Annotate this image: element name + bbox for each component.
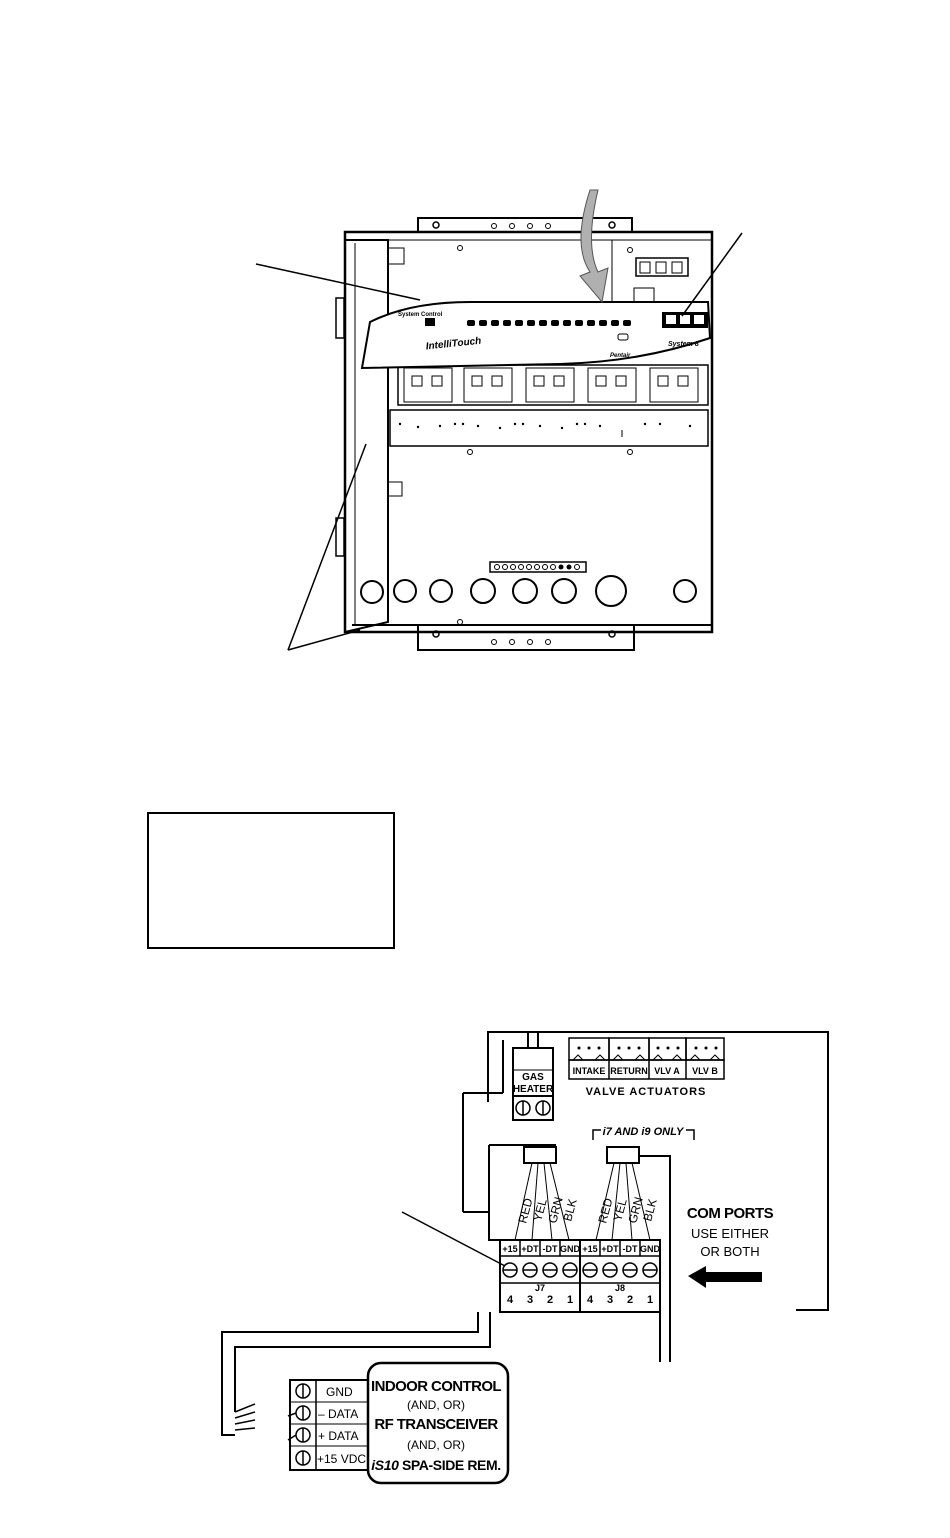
- j7-wire-red: RED: [515, 1196, 535, 1224]
- j8-label: J8: [615, 1283, 625, 1293]
- j8-signal-plus-dt: +DT: [601, 1244, 619, 1254]
- com-ports-arrow-icon: [688, 1266, 762, 1288]
- j7-wire-grn: GRN: [545, 1195, 565, 1224]
- valve-actuators: [568, 1037, 725, 1080]
- gas-label: GAS: [522, 1072, 544, 1083]
- valve-label-return: RETURN: [610, 1066, 648, 1076]
- leader-line-hinge: [287, 629, 361, 651]
- terminal-strip-screws: [494, 564, 580, 570]
- top-bracket-holes: [432, 221, 616, 229]
- leader-line-door: [287, 443, 367, 651]
- j8-wire-yel: YEL: [610, 1197, 629, 1223]
- leader-line-j7: [401, 1211, 506, 1267]
- bottom-bracket-holes: [432, 619, 616, 645]
- gas-heater-connector: [512, 1047, 554, 1121]
- pentair-logo: Pentair: [610, 353, 631, 359]
- remote-line-rf-transceiver: RF TRANSCEIVER: [374, 1416, 498, 1433]
- j8-signal-gnd: GND: [640, 1244, 661, 1254]
- remote-is10-rest: SPA-SIDE REM.: [398, 1457, 500, 1473]
- remote-terminal-block: [287, 1379, 369, 1471]
- heater-label: HEATER: [513, 1084, 554, 1095]
- barrier-dots: [398, 422, 692, 430]
- keypad-title: System Control: [398, 312, 443, 318]
- install-arrow: [579, 189, 609, 304]
- control-keypad-panel: System Control IntelliTouch Pentair Syst…: [360, 301, 712, 370]
- com-ports-line2: OR BOTH: [700, 1244, 759, 1259]
- relay-row: [397, 364, 709, 406]
- j7-signal-plus15: +15: [502, 1244, 517, 1254]
- remote-is10-model: iS10: [371, 1457, 399, 1473]
- gas-heater-screws: [515, 1100, 551, 1116]
- j8-pin-4: 4: [587, 1294, 594, 1306]
- remote-terminal-gnd: GND: [326, 1385, 353, 1399]
- remote-terminal-plus15vdc: +15 VDC: [317, 1452, 366, 1466]
- cable-end-strands: [234, 1403, 256, 1431]
- valve-label-vlv-b: VLV B: [692, 1066, 718, 1076]
- j8-signal-minus-dt: -DT: [623, 1244, 638, 1254]
- remote-terminal-minus-data: – DATA: [318, 1407, 358, 1421]
- j7-signal-minus-dt: -DT: [543, 1244, 558, 1254]
- j8-terminal-block: [579, 1239, 661, 1313]
- j8-wire-grn: GRN: [625, 1195, 645, 1224]
- valve-label-vlv-a: VLV A: [654, 1066, 680, 1076]
- i7-i9-only-label: i7 AND i9 ONLY: [603, 1126, 685, 1138]
- keypad-buttons: [467, 320, 631, 326]
- j7-pin-4: 4: [507, 1294, 514, 1306]
- remote-line-and-or-1: (AND, OR): [407, 1398, 465, 1412]
- leader-line-panel: [255, 263, 421, 301]
- system-logo: System 8: [668, 341, 699, 348]
- valve-label-intake: INTAKE: [573, 1066, 606, 1076]
- valve-actuators-label: VALVE ACTUATORS: [586, 1086, 707, 1098]
- remote-line-and-or-2: (AND, OR): [407, 1438, 465, 1452]
- com-ports-line1: USE EITHER: [691, 1226, 769, 1241]
- j7-pin-3: 3: [527, 1294, 533, 1306]
- leader-line-display: [681, 232, 743, 317]
- j8-wire-red: RED: [595, 1196, 615, 1224]
- wiring-diagram: GAS HEATER: [221, 1031, 829, 1485]
- j8-pin-2: 2: [627, 1294, 633, 1306]
- load-center-illustration: System Control IntelliTouch Pentair Syst…: [335, 189, 714, 651]
- j8-pin-3: 3: [607, 1294, 613, 1306]
- j7-wire-blk: BLK: [560, 1197, 579, 1223]
- remote-line-is10: iS10 SPA-SIDE REM.: [371, 1457, 500, 1473]
- com-ports-title: COM PORTS: [687, 1205, 774, 1222]
- j7-wire-yel: YEL: [530, 1197, 549, 1223]
- j8-pin-1: 1: [647, 1294, 653, 1306]
- knockouts: [360, 575, 697, 607]
- j7-pin-1: 1: [567, 1294, 573, 1306]
- j7-pin-2: 2: [547, 1294, 553, 1306]
- remote-terminal-plus-data: + DATA: [318, 1429, 359, 1443]
- remote-line-indoor-control: INDOOR CONTROL: [371, 1378, 501, 1395]
- j7-signal-gnd: GND: [560, 1244, 581, 1254]
- j8-signal-plus15: +15: [582, 1244, 597, 1254]
- remote-device-box: [366, 1361, 510, 1485]
- j8-wire-blk: BLK: [640, 1197, 659, 1223]
- blank-note-box: [147, 812, 395, 949]
- j7-signal-plus-dt: +DT: [521, 1244, 539, 1254]
- j7-label: J7: [535, 1283, 545, 1293]
